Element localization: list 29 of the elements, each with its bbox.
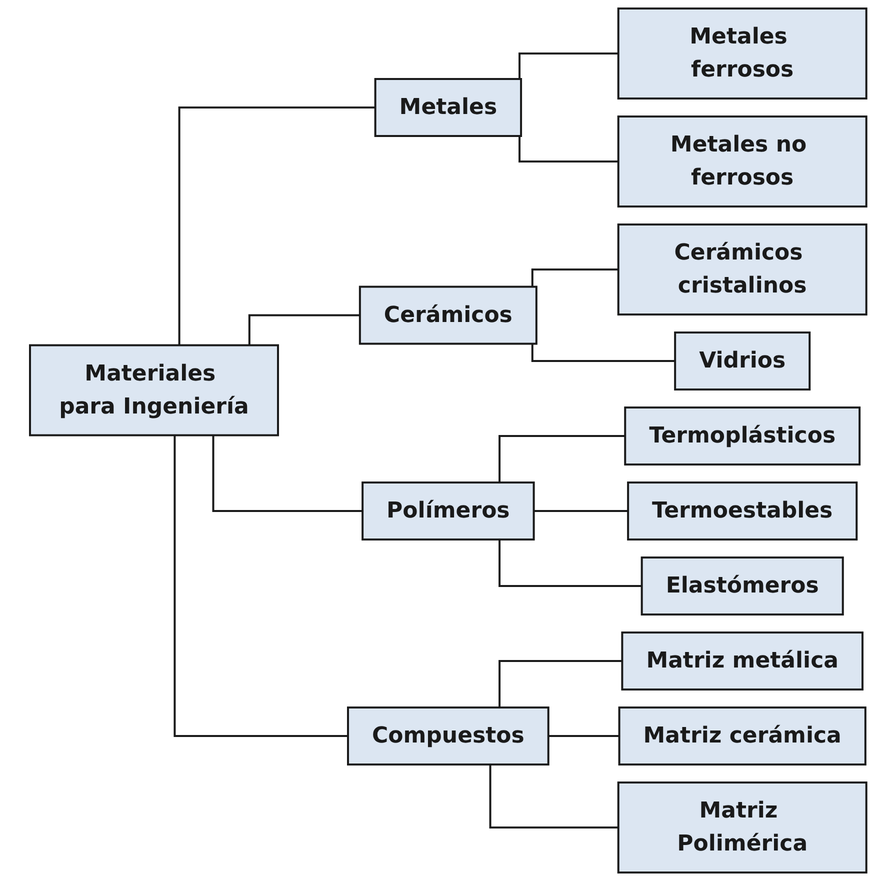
connector <box>174 435 348 737</box>
node-box: Matriz metálica <box>621 632 864 690</box>
node-box: Compuestos <box>346 706 550 766</box>
node-box: Elastómeros <box>640 556 844 616</box>
node-box: Polímeros <box>361 482 535 540</box>
connector <box>518 52 618 79</box>
connector <box>531 268 618 287</box>
connector <box>531 344 675 362</box>
node-box: Termoestables <box>626 482 858 540</box>
node-box: Metales ferrosos <box>617 8 868 100</box>
connector <box>248 314 360 346</box>
connector <box>547 735 620 737</box>
node-box: Termoplásticos <box>624 406 860 466</box>
connector <box>532 510 628 512</box>
connector <box>212 435 362 512</box>
node-box: Matriz Polimérica <box>617 782 868 874</box>
node-box: Cerámicos cristalinos <box>617 224 868 316</box>
connector <box>498 540 642 587</box>
node-box: Materiales para Ingeniería <box>28 344 279 436</box>
connector <box>178 106 376 346</box>
node-box: Cerámicos <box>358 286 538 345</box>
node-box: Metales <box>374 78 522 137</box>
connector <box>489 764 618 828</box>
node-box: Matriz cerámica <box>618 706 866 766</box>
connector <box>498 660 622 708</box>
node-box: Vidrios <box>674 332 810 390</box>
connector <box>518 136 618 162</box>
node-box: Metales no ferrosos <box>617 116 868 208</box>
connector <box>498 435 625 482</box>
